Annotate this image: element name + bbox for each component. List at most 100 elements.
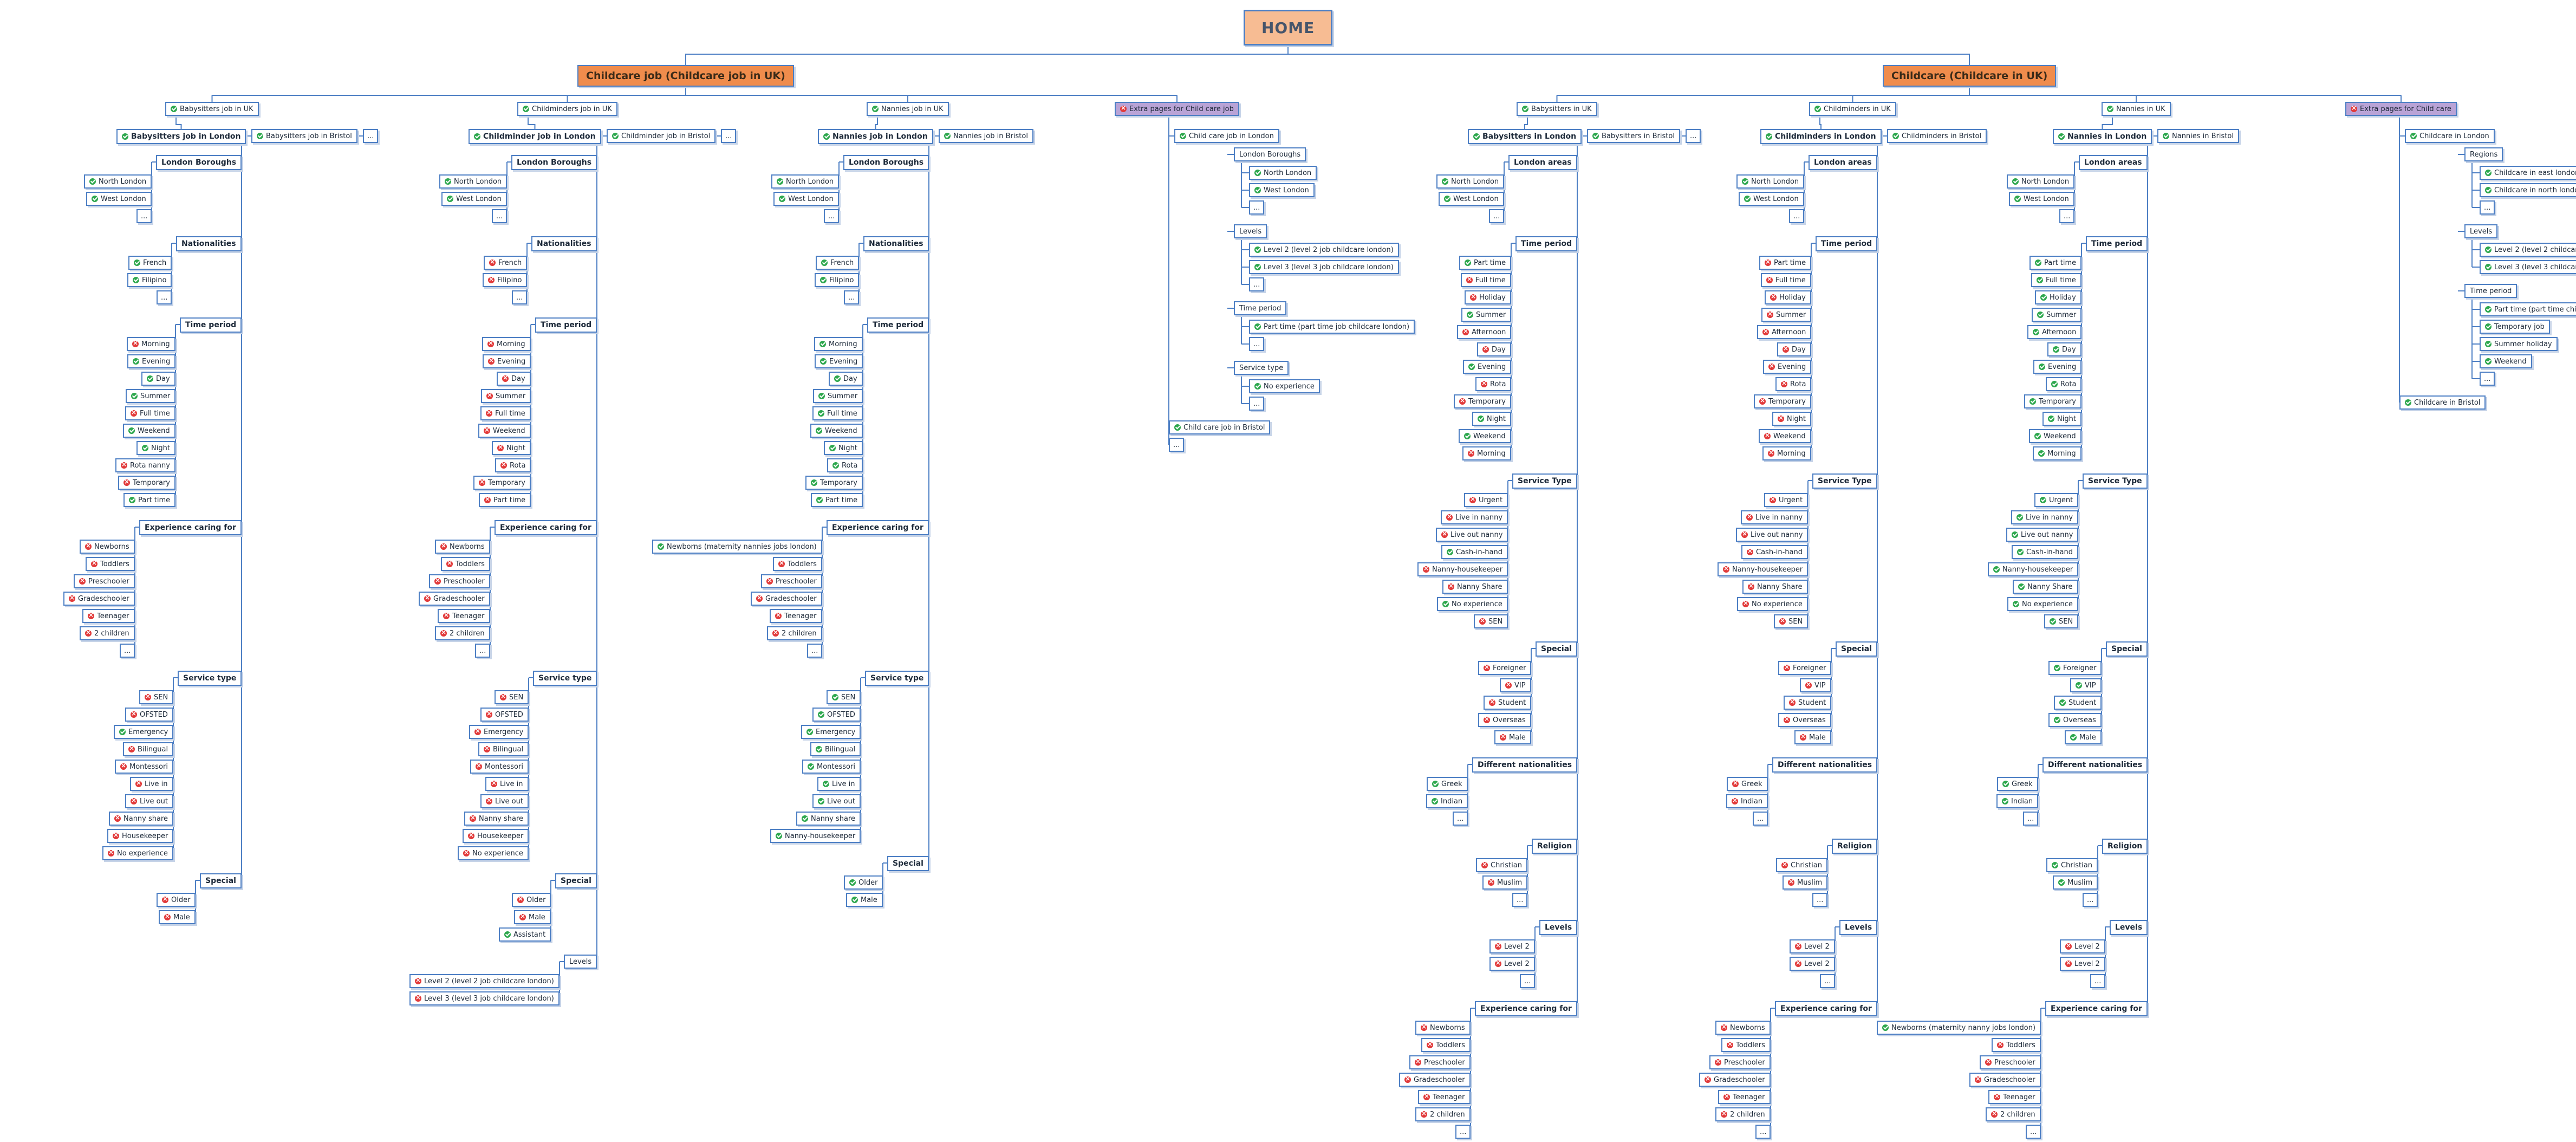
emergency-node[interactable]: Emergency xyxy=(114,725,174,739)
morning-node[interactable]: Morning xyxy=(2033,446,2081,460)
levels-node[interactable]: Levels xyxy=(2464,224,2498,238)
urgent-node[interactable]: Urgent xyxy=(1464,493,1508,507)
gradeschooler-node[interactable]: Gradeschooler xyxy=(63,592,135,606)
service-type-node[interactable]: Service Type xyxy=(1812,473,1877,489)
muslim-node[interactable]: Muslim xyxy=(2053,875,2098,890)
full-time-node[interactable]: Full time xyxy=(1461,273,1511,287)
nationalities-node[interactable]: Nationalities xyxy=(863,236,929,251)
gradeschooler-node[interactable]: Gradeschooler xyxy=(751,592,822,606)
level-2-level-2-childcare-london-node[interactable]: Level 2 (level 2 childcare london) xyxy=(2480,243,2576,257)
part-time-part-time-job-childcare-london-node[interactable]: Part time (part time job childcare londo… xyxy=(1249,320,1415,334)
extra-pages-for-child-care-node[interactable]: Extra pages for Child care xyxy=(2345,102,2457,116)
morning-node[interactable]: Morning xyxy=(814,337,863,351)
overseas-node[interactable]: Overseas xyxy=(1778,713,1831,727)
time-period-node[interactable]: Time period xyxy=(867,317,929,333)
time-period-node[interactable]: Time period xyxy=(1234,301,1287,315)
more-node[interactable]: ... xyxy=(1812,893,1828,907)
no-experience-node[interactable]: No experience xyxy=(1737,597,1808,611)
service-type-node[interactable]: Service Type xyxy=(1512,473,1577,489)
live-out-node[interactable]: Live out xyxy=(812,794,861,808)
level-2-node[interactable]: Level 2 xyxy=(1790,939,1835,953)
childcare-job-childcare-job-in-uk-node[interactable]: Childcare job (Childcare job in UK) xyxy=(577,65,794,87)
indian-node[interactable]: Indian xyxy=(1996,794,2039,808)
no-experience-node[interactable]: No experience xyxy=(2007,597,2078,611)
day-node[interactable]: Day xyxy=(141,372,175,386)
home-node[interactable]: HOME xyxy=(1244,10,1333,46)
more-node[interactable]: ... xyxy=(1249,397,1265,411)
bilingual-node[interactable]: Bilingual xyxy=(123,742,174,756)
live-in-node[interactable]: Live in xyxy=(817,777,861,791)
more-node[interactable]: ... xyxy=(157,290,172,304)
experience-caring-for-node[interactable]: Experience caring for xyxy=(2045,1001,2148,1016)
time-period-node[interactable]: Time period xyxy=(2464,284,2518,298)
evening-node[interactable]: Evening xyxy=(1463,360,1512,374)
north-london-node[interactable]: North London xyxy=(84,174,152,189)
babysitters-job-in-bristol-node[interactable]: Babysitters job in Bristol xyxy=(251,129,357,143)
experience-caring-for-node[interactable]: Experience caring for xyxy=(827,520,929,535)
experience-caring-for-node[interactable]: Experience caring for xyxy=(139,520,242,535)
level-2-level-2-job-childcare-london-node[interactable]: Level 2 (level 2 job childcare london) xyxy=(409,974,560,988)
nannies-in-uk-node[interactable]: Nannies in UK xyxy=(2102,102,2171,116)
weekend-node[interactable]: Weekend xyxy=(810,424,863,438)
more-node[interactable]: ... xyxy=(2480,200,2495,215)
newborns-maternity-nannies-jobs-london-node[interactable]: Newborns (maternity nannies jobs london) xyxy=(652,540,822,554)
gradeschooler-node[interactable]: Gradeschooler xyxy=(1399,1073,1471,1087)
no-experience-node[interactable]: No experience xyxy=(1249,379,1320,393)
evening-node[interactable]: Evening xyxy=(127,354,176,368)
housekeeper-node[interactable]: Housekeeper xyxy=(107,829,174,843)
ofsted-node[interactable]: OFSTED xyxy=(125,708,173,722)
level-3-level-3-job-childcare-london-node[interactable]: Level 3 (level 3 job childcare london) xyxy=(1249,260,1399,274)
summer-node[interactable]: Summer xyxy=(126,389,176,403)
teenager-node[interactable]: Teenager xyxy=(82,609,135,623)
nannies-in-london-node[interactable]: Nannies in London xyxy=(2053,129,2152,144)
north-london-node[interactable]: North London xyxy=(1436,174,1505,189)
cash-in-hand-node[interactable]: Cash-in-hand xyxy=(1441,545,1508,559)
male-node[interactable]: Male xyxy=(1794,730,1831,744)
sen-node[interactable]: SEN xyxy=(1474,614,1508,628)
day-node[interactable]: Day xyxy=(829,372,863,386)
regions-node[interactable]: Regions xyxy=(2464,147,2503,161)
greek-node[interactable]: Greek xyxy=(1427,777,1468,791)
rota-node[interactable]: Rota xyxy=(827,458,863,472)
more-node[interactable]: ... xyxy=(492,209,508,223)
level-2-node[interactable]: Level 2 xyxy=(1489,957,1535,971)
level-2-node[interactable]: Level 2 xyxy=(2060,939,2105,953)
filipino-node[interactable]: Filipino xyxy=(815,273,860,287)
bilingual-node[interactable]: Bilingual xyxy=(478,742,529,756)
teenager-node[interactable]: Teenager xyxy=(770,609,822,623)
child-care-job-in-bristol-node[interactable]: Child care job in Bristol xyxy=(1169,420,1271,434)
west-london-node[interactable]: West London xyxy=(1439,192,1504,206)
preschooler-node[interactable]: Preschooler xyxy=(1980,1055,2041,1069)
ofsted-node[interactable]: OFSTED xyxy=(480,708,529,722)
nanny-share-node[interactable]: Nanny Share xyxy=(1742,580,1808,594)
holiday-node[interactable]: Holiday xyxy=(2035,290,2081,304)
special-node[interactable]: Special xyxy=(887,856,929,871)
gradeschooler-node[interactable]: Gradeschooler xyxy=(1699,1073,1771,1087)
more-node[interactable]: ... xyxy=(1520,974,1536,988)
west-london-node[interactable]: West London xyxy=(773,192,839,206)
childcare-in-bristol-node[interactable]: Childcare in Bristol xyxy=(2399,395,2486,410)
male-node[interactable]: Male xyxy=(514,910,551,924)
more-node[interactable]: ... xyxy=(2026,1125,2041,1139)
special-node[interactable]: Special xyxy=(1536,641,1577,657)
nanny-housekeeper-node[interactable]: Nanny-housekeeper xyxy=(1988,562,2079,576)
french-node[interactable]: French xyxy=(816,256,860,270)
childcare-in-london-node[interactable]: Childcare in London xyxy=(2405,129,2495,143)
west-london-node[interactable]: West London xyxy=(1249,183,1315,197)
temporary-node[interactable]: Temporary xyxy=(1754,394,1811,408)
west-london-node[interactable]: West London xyxy=(86,192,152,206)
toddlers-node[interactable]: Toddlers xyxy=(1721,1038,1771,1052)
different-nationalities-node[interactable]: Different nationalities xyxy=(1472,757,1578,773)
live-out-node[interactable]: Live out xyxy=(125,794,173,808)
rota-nanny-node[interactable]: Rota nanny xyxy=(115,458,175,472)
nanny-housekeeper-node[interactable]: Nanny-housekeeper xyxy=(1417,562,1508,576)
rota-node[interactable]: Rota xyxy=(1475,377,1512,391)
student-node[interactable]: Student xyxy=(2054,696,2102,710)
newborns-maternity-nanny-jobs-london-node[interactable]: Newborns (maternity nanny jobs london) xyxy=(1877,1021,2041,1035)
extra-pages-for-child-care-job-node[interactable]: Extra pages for Child care job xyxy=(1115,102,1239,116)
service-type-node[interactable]: Service type xyxy=(865,671,929,686)
temporary-node[interactable]: Temporary xyxy=(118,476,175,490)
preschooler-node[interactable]: Preschooler xyxy=(1709,1055,1771,1069)
time-period-node[interactable]: Time period xyxy=(180,317,242,333)
student-node[interactable]: Student xyxy=(1784,696,1832,710)
